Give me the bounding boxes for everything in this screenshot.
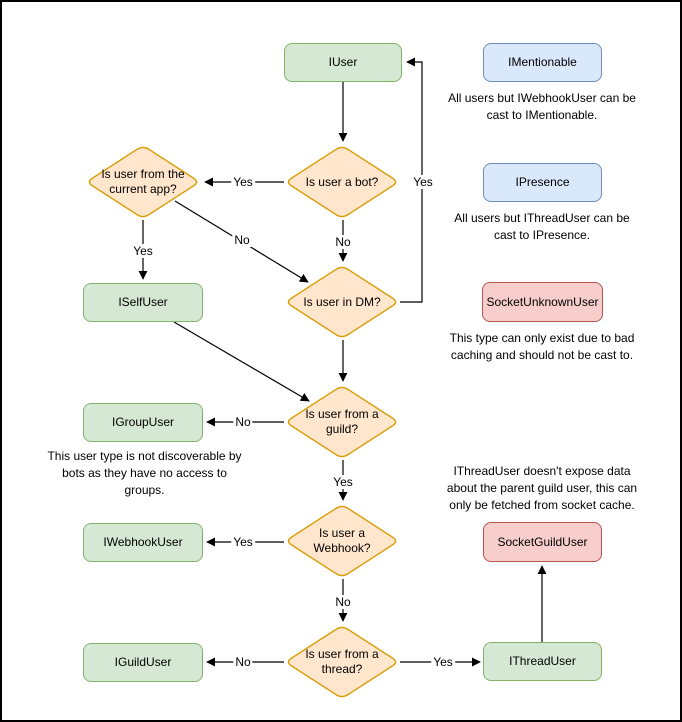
node-igroupuser: IGroupUser <box>83 403 203 442</box>
edge-label-fromguild-iswebhook: Yes <box>331 475 355 489</box>
decision-is-bot: Is user a bot? <box>284 144 400 220</box>
edge-label-isbot-currentapp: Yes <box>231 175 255 189</box>
edge-label-currentapp-indm: No <box>232 233 252 247</box>
decision-from-guild-label: Is user from a guild? <box>305 407 379 436</box>
diamond-shape <box>287 266 397 338</box>
decision-current-app-label: Is user from the current app? <box>101 167 185 196</box>
node-imentionable-label: IMentionable <box>508 55 577 69</box>
node-iguilduser: IGuildUser <box>83 643 203 682</box>
node-iwebhookuser: IWebhookUser <box>83 523 203 562</box>
diamond-shape <box>287 386 397 458</box>
caption-ipresence-note: All users but IThreadUser can be cast to… <box>454 211 630 242</box>
edge-label-fromthread-ithreaduser: Yes <box>431 655 455 669</box>
decision-is-webhook-label: Is user a Webhook? <box>313 526 371 555</box>
decision-in-dm: Is user in DM? <box>284 264 400 340</box>
node-socketunknownuser-label: SocketUnknownUser <box>486 294 599 309</box>
node-imentionable: IMentionable <box>483 43 602 82</box>
edge-label-indm-iuser: Yes <box>411 175 435 189</box>
node-iuser: IUser <box>284 43 402 82</box>
node-socketunknownuser: SocketUnknownUser <box>482 282 603 322</box>
decision-current-app: Is user from the current app? <box>85 144 201 220</box>
edge-label-currentapp-iselfuser: Yes <box>131 244 155 258</box>
decision-in-dm-label: Is user in DM? <box>303 294 381 309</box>
node-ipresence-label: IPresence <box>515 175 570 189</box>
caption-imentionable-note: All users but IWebhookUser can be cast t… <box>448 91 636 122</box>
edge-label-iswebhook-fromthread: No <box>333 595 353 609</box>
edge-label-isbot-indm: No <box>333 235 353 249</box>
node-ithreaduser-label: IThreadUser <box>509 654 576 668</box>
decision-from-thread-label: Is user from a thread? <box>305 647 379 676</box>
decision-is-webhook: Is user a Webhook? <box>284 503 400 579</box>
node-iguilduser-label: IGuildUser <box>114 655 172 669</box>
decision-from-thread: Is user from a thread? <box>284 624 400 700</box>
caption-socketunknownuser-note: This type can only exist due to bad cach… <box>449 331 635 362</box>
edge-label-fromthread-iguilduser: No <box>233 655 253 669</box>
caption-ithreaduser-note: IThreadUser doesn't expose data about th… <box>446 464 638 512</box>
decision-from-guild: Is user from a guild? <box>284 384 400 460</box>
node-ipresence: IPresence <box>483 163 602 202</box>
diamond-shape <box>287 626 397 698</box>
node-iwebhookuser-label: IWebhookUser <box>103 535 183 549</box>
decision-is-bot-label: Is user a bot? <box>305 174 379 189</box>
node-ithreaduser: IThreadUser <box>483 642 602 681</box>
node-iselfuser-label: ISelfUser <box>118 295 168 309</box>
node-socketguilduser-label: SocketGuildUser <box>497 534 588 549</box>
diamond-shape <box>287 146 397 218</box>
diamond-shape <box>287 505 397 577</box>
node-socketguilduser: SocketGuildUser <box>483 522 602 562</box>
caption-igroupuser-note: This user type is not discoverable by bo… <box>47 449 242 497</box>
edge-label-iswebhook-iwebhookuser: Yes <box>231 535 255 549</box>
edge-label-fromguild-igroupuser: No <box>233 415 253 429</box>
diamond-shape <box>88 146 198 218</box>
node-iselfuser: ISelfUser <box>83 283 203 322</box>
node-igroupuser-label: IGroupUser <box>111 415 175 429</box>
edge-iselfuser-to-fromguild <box>173 321 310 402</box>
node-iuser-label: IUser <box>328 55 358 69</box>
